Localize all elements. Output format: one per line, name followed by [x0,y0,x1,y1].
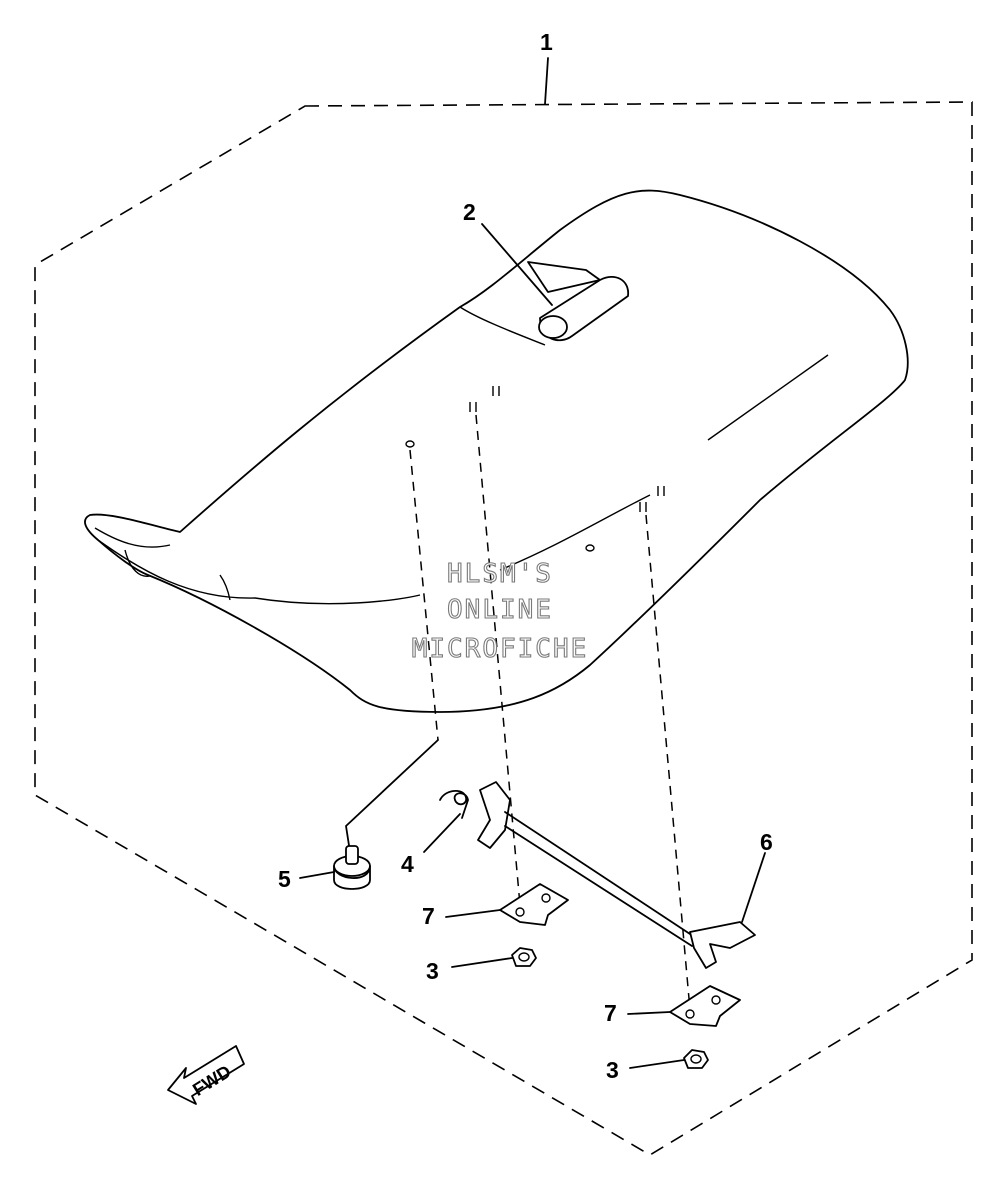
part-5-damper [333,845,371,890]
leader-7b [627,1011,671,1015]
callout-4: 4 [401,851,414,877]
leader-4 [423,813,461,853]
watermark-line-2: ONLINE [447,595,553,625]
leader-3b [629,1059,685,1069]
callout-7b: 7 [604,1000,617,1026]
leader-1 [544,57,549,105]
callout-6: 6 [760,829,773,855]
seat-holes [405,386,665,552]
watermark-line-1: HLSM'S [447,559,553,589]
part-3a-nut [511,947,537,967]
assembly-boundary [34,101,973,1156]
part-3b-nut [683,1049,709,1069]
watermark: HLSM'S ONLINE MICROFICHE [411,558,589,664]
part-7a-bracket [499,883,569,926]
callout-3b: 3 [606,1057,619,1083]
fwd-arrow-icon: FWD [167,1045,245,1105]
part-6-lock-assembly [477,781,756,969]
callout-5: 5 [278,866,291,892]
seat [84,189,909,713]
callout-2: 2 [463,199,476,225]
watermark-line-3: MICROFICHE [412,634,589,664]
assembly-line-5 [409,449,439,741]
leader-2 [481,223,553,306]
leader-5-route [345,739,439,853]
part-2-bracket [527,261,629,341]
leader-3a [451,957,513,968]
part-7b-bracket [669,985,741,1027]
leader-7a [445,909,501,918]
assembly-line-7a [475,414,521,906]
leader-5 [299,871,335,879]
leader-6 [741,852,766,923]
callout-1: 1 [540,29,553,55]
part-4-clip [439,789,469,819]
callout-7a: 7 [422,903,435,929]
assembly-line-7b [645,514,691,1011]
callout-3a: 3 [426,958,439,984]
